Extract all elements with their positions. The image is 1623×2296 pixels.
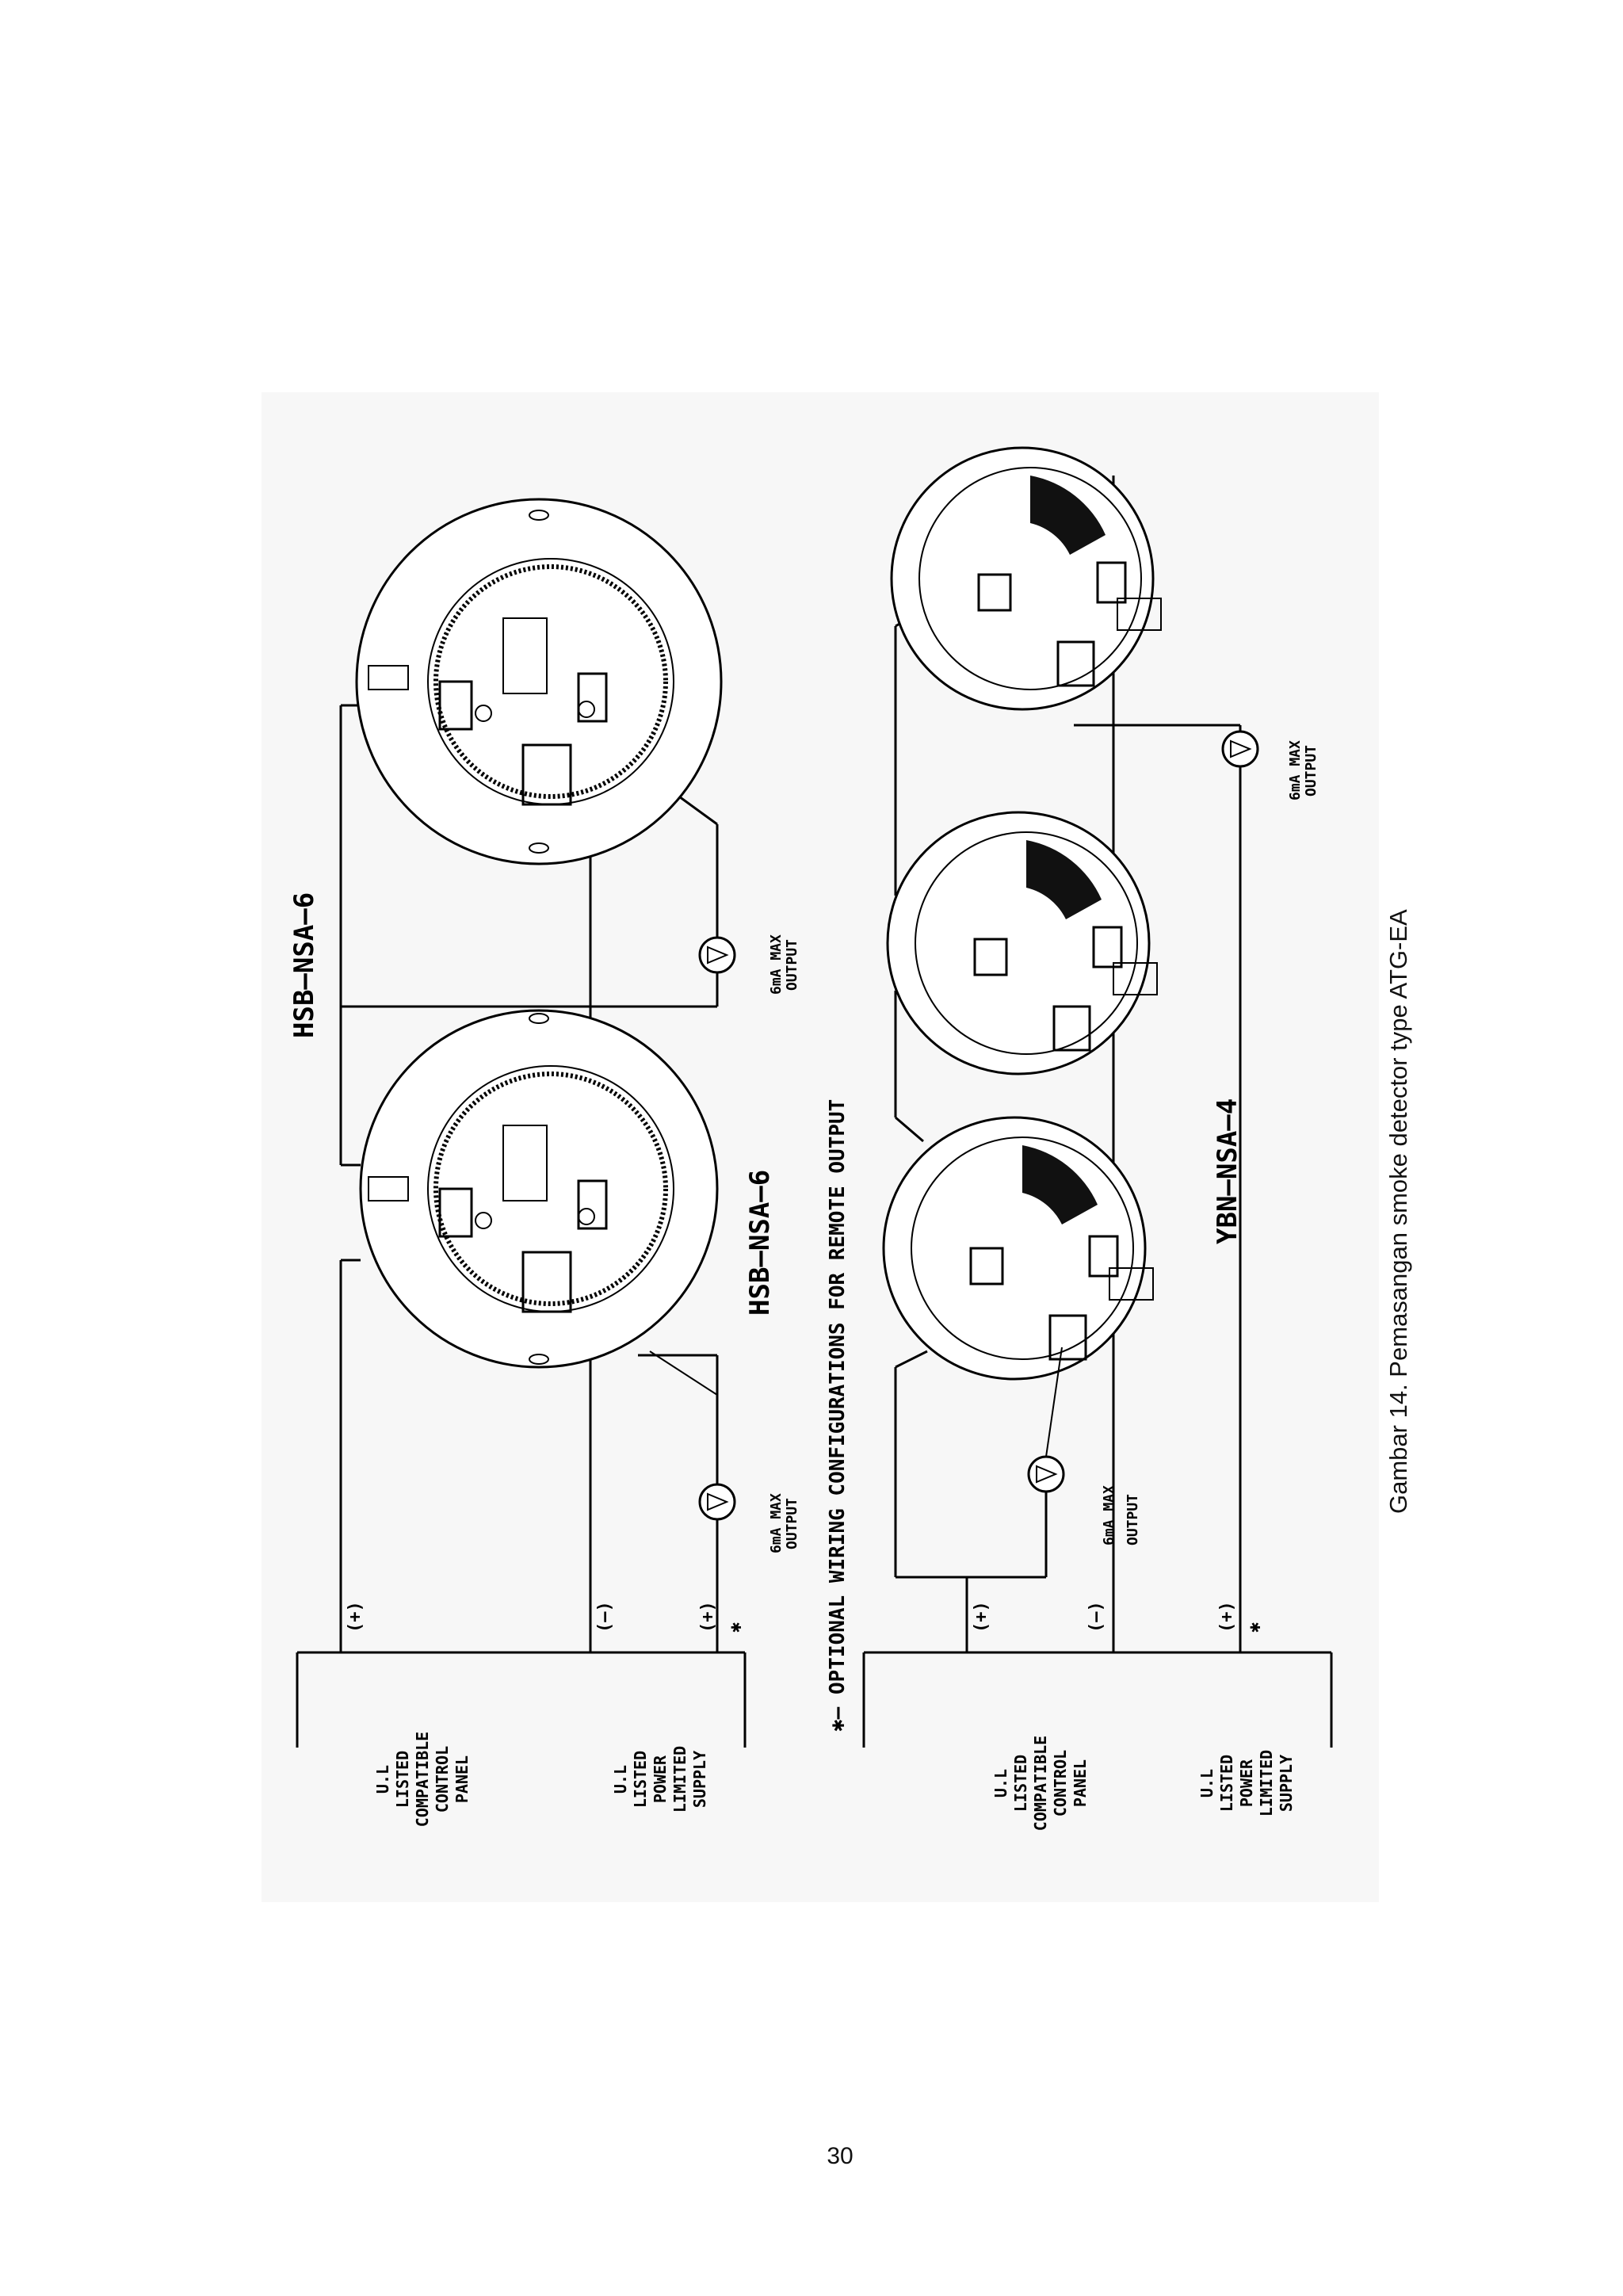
supply-1-line-1: LISTED xyxy=(631,1751,650,1808)
panel-2-line-1: LISTED xyxy=(1011,1755,1030,1812)
led-3 xyxy=(1027,1347,1065,1493)
panel-1-line-0: U.L xyxy=(373,1765,392,1794)
led-1 xyxy=(649,1350,736,1521)
led-label-3a: 6mA MAX xyxy=(1101,1485,1117,1545)
second-title: HSB–NSA–6 xyxy=(744,1170,776,1316)
led-label-4b: OUTPUT xyxy=(1303,745,1319,797)
panel-2-line-4: PANEL xyxy=(1071,1759,1090,1807)
star-2: ✱ xyxy=(1245,1622,1265,1633)
detector-3 xyxy=(882,1116,1154,1381)
plus-2: (+) xyxy=(698,1601,718,1633)
panel-1-line-2: COMPATIBLE xyxy=(413,1732,432,1827)
supply-2-line-3: LIMITED xyxy=(1257,1750,1276,1817)
labels: HSB–NSA–6 HSB–NSA–6 YBN–NSA–4 ✱– OPTIONA… xyxy=(288,740,1319,1831)
detector-5 xyxy=(890,446,1162,711)
top-diagram xyxy=(296,498,747,1748)
top-title: HSB–NSA–6 xyxy=(288,892,320,1038)
minus-1: (–) xyxy=(595,1601,615,1633)
led-label-2b: OUTPUT xyxy=(784,939,800,991)
plus-3: (+) xyxy=(972,1601,991,1633)
detector-4 xyxy=(886,811,1158,1075)
detector-1 xyxy=(359,1009,719,1369)
panel-2-line-3: CONTROL xyxy=(1051,1750,1070,1817)
led-label-1b: OUTPUT xyxy=(784,1498,800,1549)
figure-caption: Gambar 14. Pemasangan smoke detector typ… xyxy=(1384,909,1412,1514)
led-label-4a: 6mA MAX xyxy=(1287,740,1304,800)
supply-2-line-2: POWER xyxy=(1237,1759,1256,1807)
supply-2-line-4: SUPPLY xyxy=(1277,1755,1296,1812)
supply-1-line-2: POWER xyxy=(651,1755,670,1803)
plus-4: (+) xyxy=(1217,1601,1237,1633)
detector-2 xyxy=(355,498,723,865)
panel-1-line-4: PANEL xyxy=(453,1755,472,1803)
panel-1-line-3: CONTROL xyxy=(433,1746,452,1813)
panel-2-line-2: COMPATIBLE xyxy=(1031,1736,1050,1831)
minus-2: (–) xyxy=(1086,1601,1106,1633)
supply-2-line-1: LISTED xyxy=(1217,1755,1236,1812)
star-1: ✱ xyxy=(726,1622,746,1633)
optional-note: ✱– OPTIONAL WIRING CONFIGURATIONS FOR RE… xyxy=(826,1099,850,1732)
supply-1-line-4: SUPPLY xyxy=(690,1751,709,1808)
panel-2-line-0: U.L xyxy=(991,1769,1010,1797)
led-label-2a: 6mA MAX xyxy=(768,934,785,995)
led-2 xyxy=(698,936,736,974)
supply-2-line-0: U.L xyxy=(1197,1769,1216,1797)
page-number: 30 xyxy=(827,2143,853,2169)
led-label-1a: 6mA MAX xyxy=(768,1493,785,1553)
led-label-3b: OUTPUT xyxy=(1125,1494,1141,1545)
panel-1-line-1: LISTED xyxy=(393,1751,412,1808)
supply-1-line-3: LIMITED xyxy=(670,1746,689,1813)
bottom-title: YBN–NSA–4 xyxy=(1212,1098,1243,1244)
plus-1: (+) xyxy=(346,1601,365,1633)
bottom-diagram xyxy=(862,446,1333,1748)
supply-1-line-0: U.L xyxy=(611,1765,630,1794)
led-4 xyxy=(1221,730,1259,768)
